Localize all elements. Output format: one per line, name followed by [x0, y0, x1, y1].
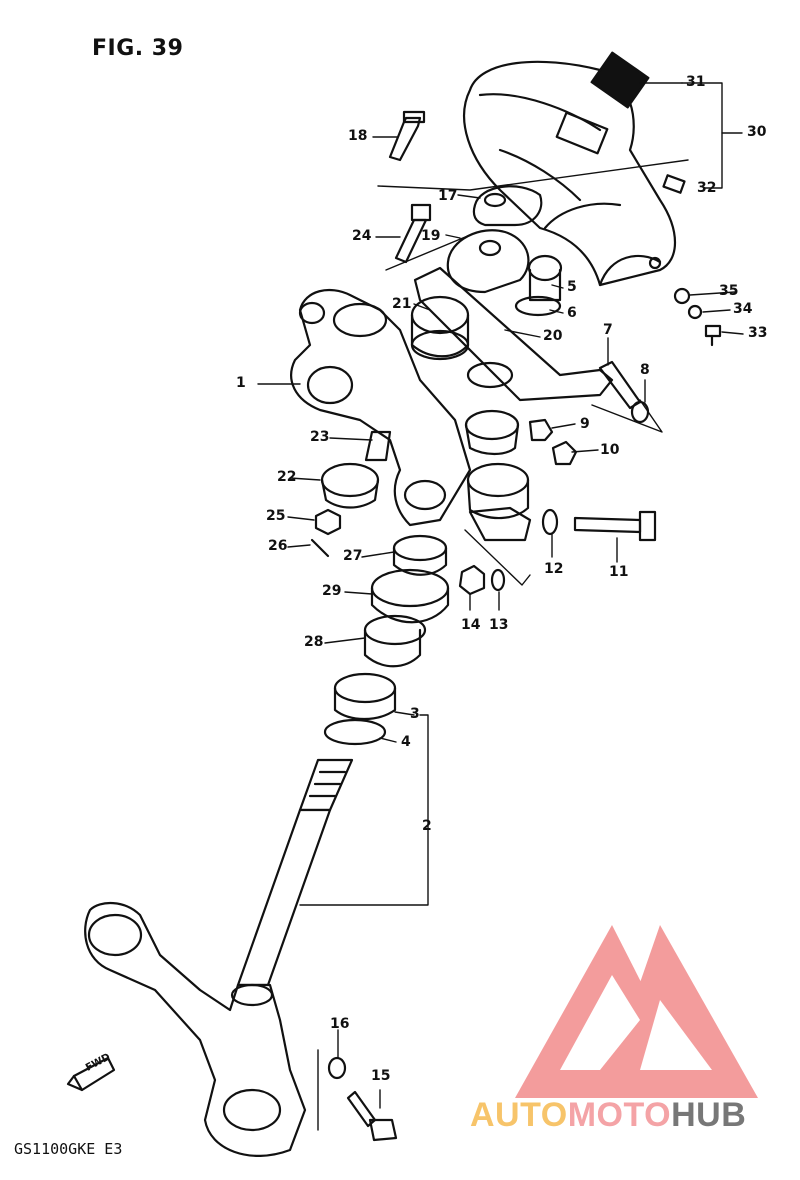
callout-9: 9	[580, 416, 590, 432]
callout-35: 35	[719, 283, 739, 299]
part-29-washer	[370, 568, 450, 624]
callout-14: 14	[461, 617, 481, 633]
callout-26: 26	[268, 538, 288, 554]
part-16-washer	[327, 1056, 347, 1080]
callout-31: 31	[686, 74, 706, 90]
callout-1: 1	[236, 375, 246, 391]
callout-34: 34	[733, 301, 753, 317]
part-15-bolt	[346, 1090, 398, 1142]
watermark-hub: HUB	[671, 1096, 747, 1134]
callout-7: 7	[603, 322, 613, 338]
callout-8: 8	[640, 362, 650, 378]
callout-10: 10	[600, 442, 620, 458]
callout-30: 30	[747, 124, 767, 140]
part-26-pin	[310, 538, 330, 558]
callout-2: 2	[422, 818, 432, 834]
watermark-logo	[515, 925, 758, 1098]
figure-title: FIG. 39	[92, 36, 184, 61]
part-2-steering-stem	[236, 758, 354, 987]
part-11-bolt	[573, 510, 657, 542]
callout-13: 13	[489, 617, 509, 633]
part-8-washer	[630, 400, 650, 424]
callout-22: 22	[277, 469, 297, 485]
callout-21: 21	[392, 296, 412, 312]
part-gauge-cup	[464, 409, 520, 441]
watermark-moto: MOTO	[567, 1096, 672, 1134]
part-1-housing	[290, 288, 472, 527]
part-10-nut	[551, 440, 578, 466]
watermark-auto: AUTO	[470, 1096, 568, 1134]
part-34-washer	[687, 304, 703, 320]
callout-5: 5	[567, 279, 577, 295]
part-4-seal	[323, 718, 387, 746]
callout-23: 23	[310, 429, 330, 445]
part-22-socket	[320, 430, 392, 509]
part-7-bolt	[598, 360, 642, 410]
callout-29: 29	[322, 583, 342, 599]
fwd-arrow-marker	[66, 1056, 116, 1092]
part-5-post	[514, 254, 563, 317]
part-lower-bracket	[84, 902, 307, 1157]
part-25-nut	[314, 508, 342, 536]
part-35-nut	[673, 287, 691, 305]
callout-32: 32	[697, 180, 717, 196]
callout-12: 12	[544, 561, 564, 577]
callout-24: 24	[352, 228, 372, 244]
part-small-plate	[662, 174, 686, 194]
part-27-nut	[392, 534, 448, 576]
part-3-bearing	[333, 672, 397, 720]
part-9-washer	[528, 418, 554, 442]
callout-33: 33	[748, 325, 768, 341]
part-20-stay	[413, 266, 614, 402]
callout-18: 18	[348, 128, 368, 144]
callout-19: 19	[421, 228, 441, 244]
part-17-bracket	[472, 185, 543, 227]
part-meter-cover	[463, 60, 677, 287]
callout-4: 4	[401, 734, 411, 750]
model-code: GS1100GKE E3	[14, 1140, 123, 1158]
callout-16: 16	[330, 1016, 350, 1032]
part-21-housing	[410, 295, 470, 361]
callout-11: 11	[609, 564, 629, 580]
part-18-bolt	[388, 110, 426, 162]
part-washer	[466, 361, 514, 389]
callout-28: 28	[304, 634, 324, 650]
callout-17: 17	[438, 188, 458, 204]
part-33-screw	[704, 324, 722, 347]
callout-25: 25	[266, 508, 286, 524]
callout-3: 3	[410, 706, 420, 722]
part-13-washer	[490, 568, 506, 592]
callout-6: 6	[567, 305, 577, 321]
callout-20: 20	[543, 328, 563, 344]
part-28-bearing	[363, 614, 427, 668]
callout-27: 27	[343, 548, 363, 564]
callout-15: 15	[371, 1068, 391, 1084]
watermark-brand: AUTOMOTOHUB	[470, 1096, 746, 1135]
part-12-washer	[541, 508, 559, 536]
part-clamp	[468, 506, 532, 542]
part-14-nut	[458, 564, 486, 596]
part-label-plate	[590, 51, 650, 109]
